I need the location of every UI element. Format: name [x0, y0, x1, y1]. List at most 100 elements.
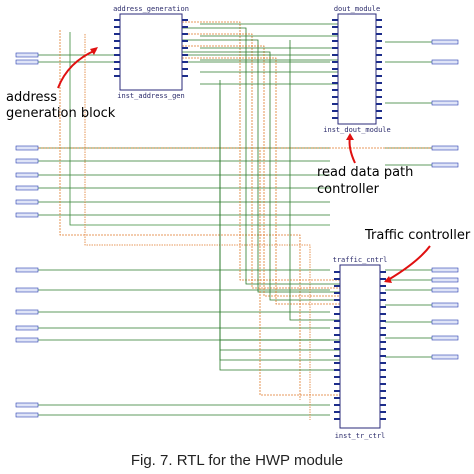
block-pin-labels: [114, 19, 386, 420]
wire: [182, 57, 340, 305]
io-port: [431, 267, 459, 273]
pin-stub: [334, 355, 340, 357]
traffic-arrowhead: [384, 276, 392, 283]
traffic-controller-block: traffic_cntrl inst_tr_ctrl: [333, 256, 388, 440]
wire: [69, 32, 330, 226]
pin-stub: [376, 40, 382, 42]
pin-stub: [376, 33, 382, 35]
pin-stub: [332, 103, 338, 105]
wire: [219, 100, 340, 361]
pin-stub: [380, 404, 386, 406]
pin-stub: [334, 285, 340, 287]
pin-stub: [182, 54, 188, 56]
io-port: [431, 319, 459, 325]
pin-stub: [332, 47, 338, 49]
pin-stub: [334, 383, 340, 385]
pin-stub: [182, 19, 188, 21]
pin-stub: [380, 306, 386, 308]
pin-stub: [114, 26, 120, 28]
pin-stub: [114, 19, 120, 21]
wire: [182, 45, 340, 297]
pin-stub: [332, 33, 338, 35]
wire: [84, 34, 311, 420]
pin-stub: [334, 348, 340, 350]
pin-stub: [380, 355, 386, 357]
traffic-annotation: Traffic controller: [364, 228, 471, 283]
pin-stub: [380, 292, 386, 294]
io-ports: [15, 39, 459, 418]
address-annotation-line-1: address: [6, 90, 57, 105]
io-port: [431, 100, 459, 106]
pin-stub: [380, 411, 386, 413]
pin-stub: [182, 61, 188, 63]
read-annotation-line-2: controller: [317, 182, 380, 197]
traffic-block-instance: inst_tr_ctrl: [335, 432, 386, 440]
io-port: [15, 199, 39, 205]
pin-stub: [376, 47, 382, 49]
read-annotation-arrow: [348, 136, 356, 164]
pin-stub: [334, 271, 340, 273]
pin-stub: [376, 89, 382, 91]
pin-stub: [334, 390, 340, 392]
read-arrowhead: [346, 133, 354, 140]
pin-stub: [332, 61, 338, 63]
pin-stub: [376, 82, 382, 84]
io-port: [431, 335, 459, 341]
pin-stub: [334, 278, 340, 280]
pin-stub: [334, 397, 340, 399]
traffic-block-title: traffic_cntrl: [333, 256, 388, 264]
pin-stub: [114, 75, 120, 77]
pin-stub: [376, 26, 382, 28]
wire: [182, 21, 340, 281]
io-port: [431, 39, 459, 45]
io-port: [15, 309, 39, 315]
address-annotation-arrow: [57, 49, 97, 89]
pin-stub: [182, 33, 188, 35]
wire: [219, 90, 340, 351]
io-port: [15, 52, 39, 58]
io-port: [15, 158, 39, 164]
read-annotation: read data path controller: [317, 133, 413, 197]
io-port: [15, 287, 39, 293]
address-arrowhead: [90, 47, 98, 55]
wire: [182, 33, 340, 289]
io-port: [431, 59, 459, 65]
pin-stub: [334, 341, 340, 343]
wire: [182, 39, 340, 293]
pin-stub: [376, 54, 382, 56]
pin-stub: [380, 313, 386, 315]
pin-stub: [380, 285, 386, 287]
pin-stub: [332, 82, 338, 84]
pin-stub: [380, 369, 386, 371]
io-port: [15, 337, 39, 343]
pin-stub: [334, 418, 340, 420]
wire: [219, 80, 340, 341]
pin-stub: [332, 54, 338, 56]
pin-stub: [380, 397, 386, 399]
io-port: [431, 277, 459, 283]
pin-stub: [332, 26, 338, 28]
pin-stub: [380, 418, 386, 420]
read-annotation-line-1: read data path: [317, 165, 413, 180]
pin-stub: [334, 292, 340, 294]
pin-stub: [332, 89, 338, 91]
pin-stub: [380, 376, 386, 378]
wire: [182, 51, 340, 301]
io-port: [431, 302, 459, 308]
pin-stub: [332, 110, 338, 112]
pin-stub: [334, 362, 340, 364]
pin-stub: [376, 103, 382, 105]
io-port: [15, 412, 39, 418]
io-port: [431, 287, 459, 293]
pin-stub: [332, 19, 338, 21]
address-block-instance: inst_address_gen: [117, 92, 184, 100]
pin-stub: [114, 68, 120, 70]
wire: [219, 110, 340, 371]
pin-stub: [334, 376, 340, 378]
pin-stub: [376, 75, 382, 77]
pin-stub: [114, 61, 120, 63]
pin-stub: [182, 68, 188, 70]
io-port: [15, 212, 39, 218]
pin-stub: [114, 47, 120, 49]
pin-stub: [332, 117, 338, 119]
